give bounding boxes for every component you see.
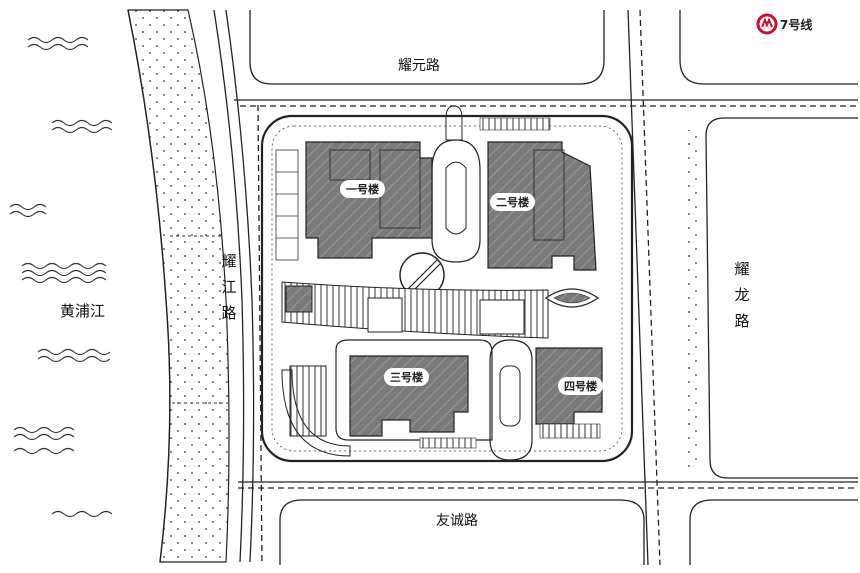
building-1[interactable]: [305, 141, 433, 259]
central-drive: [431, 139, 481, 263]
building-3[interactable]: [335, 339, 493, 449]
south-drive: [489, 339, 533, 461]
southwest-structure: [281, 365, 351, 457]
metro-icon: [756, 13, 778, 35]
south-road: [238, 481, 858, 565]
river-label: 黄浦江: [60, 302, 106, 320]
east-block: [705, 117, 858, 479]
building-2[interactable]: [487, 141, 597, 271]
building-3-label: 三号楼: [384, 368, 429, 386]
river-waves: [9, 36, 113, 518]
building-4-label: 四号楼: [558, 377, 603, 395]
parking-west: [275, 149, 299, 261]
metro-line-text: 7号线: [780, 17, 813, 32]
north-road: [234, 9, 858, 566]
site-boundary: [260, 114, 634, 463]
east-greenbelt: [684, 130, 698, 470]
building-1-label: 一号楼: [340, 180, 385, 198]
road-label-east: 耀龙路: [734, 260, 750, 330]
building-2-label: 二号楼: [490, 193, 535, 211]
road-label-west: 耀江路: [221, 252, 237, 322]
metro-line-label: 7号线: [780, 13, 812, 35]
road-label-south: 友诚路: [436, 513, 478, 529]
road-label-north: 耀元路: [398, 58, 440, 74]
riverbank-edge: [127, 9, 171, 563]
building-4[interactable]: [535, 347, 603, 439]
